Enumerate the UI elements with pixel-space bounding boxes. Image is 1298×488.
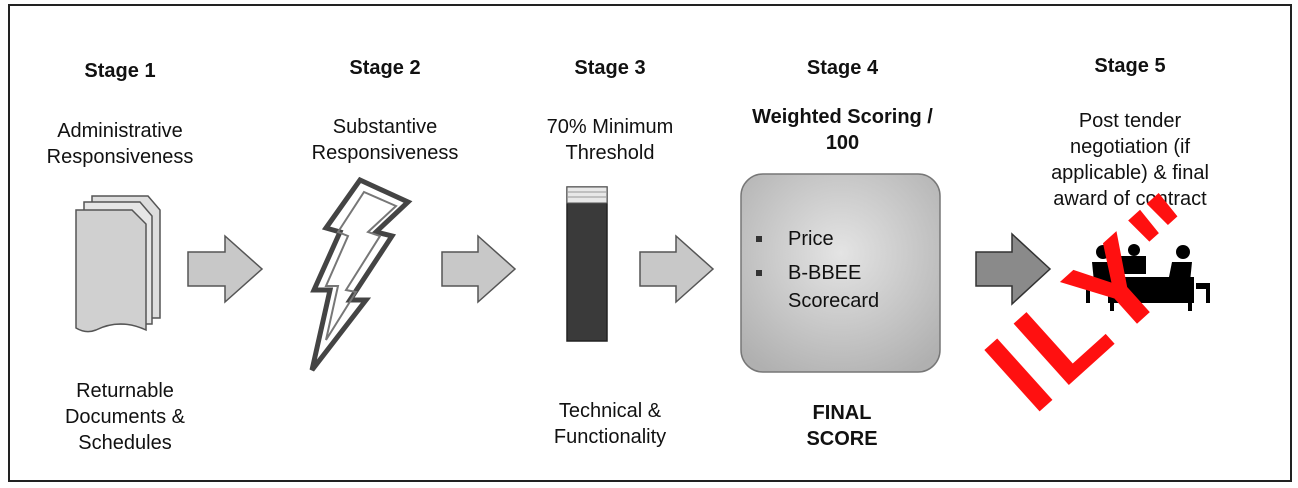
documents-icon	[75, 195, 161, 333]
stage-1-title: Administrative Responsiveness	[46, 120, 194, 168]
criterion-label: Price	[788, 228, 834, 250]
stage-3-title: 70% Minimum Threshold	[546, 116, 674, 164]
arrow-right-icon	[639, 234, 715, 304]
meeting-icon	[1086, 244, 1210, 311]
stage-1-caption: Returnable Documents & Schedules	[64, 380, 186, 454]
criterion-bbbee: B-BBEE Scorecard	[748, 259, 938, 315]
bullet-icon	[756, 236, 762, 242]
scoring-box-icon	[740, 173, 941, 373]
stage-2-label: Stage 2	[349, 57, 421, 79]
stage-4-label: Stage 4	[806, 57, 879, 79]
stage-2-title: Substantive Responsiveness	[311, 116, 459, 164]
stage-1-label: Stage 1	[84, 60, 156, 82]
stage-4-caption: FINAL SCORE	[806, 402, 878, 450]
stage-5-title: Post tender negotiation (if applicable) …	[1051, 110, 1209, 210]
diagram-frame	[8, 4, 1292, 482]
stage-5-label: Stage 5	[1094, 55, 1166, 77]
stage-3-label: Stage 3	[574, 57, 646, 79]
threshold-bar-icon	[566, 186, 608, 342]
lightning-icon	[309, 176, 413, 372]
stage-4-title: Weighted Scoring / 100	[752, 106, 933, 154]
arrow-right-icon	[187, 234, 264, 304]
stage-3-caption: Technical & Functionality	[553, 400, 667, 448]
criterion-price: Price	[748, 225, 938, 253]
bullet-icon	[756, 270, 762, 276]
scoring-criteria-list: Price B-BBEE Scorecard	[748, 225, 938, 321]
criterion-label: B-BBEE Scorecard	[788, 262, 880, 312]
arrow-right-icon	[975, 232, 1052, 306]
arrow-right-icon	[441, 234, 517, 304]
